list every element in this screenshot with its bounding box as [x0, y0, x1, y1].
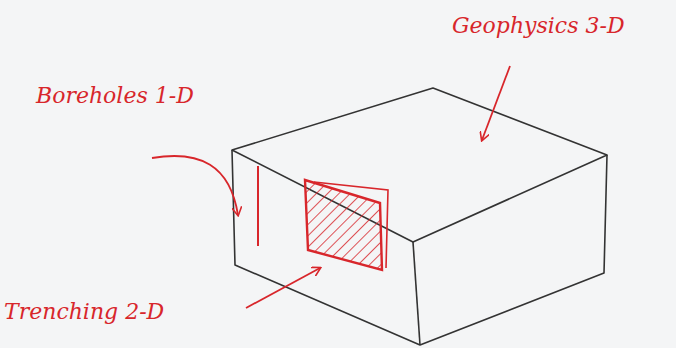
callout-label: Trenching 2-D [4, 300, 164, 324]
callout-label: Geophysics 3-D [452, 14, 625, 38]
block-outline [232, 88, 607, 345]
callout-label: Boreholes 1-D [36, 84, 194, 108]
leader-arrows [152, 66, 510, 308]
trench-area [305, 180, 382, 270]
borehole-line [257, 166, 259, 246]
trench-edge [314, 182, 388, 268]
